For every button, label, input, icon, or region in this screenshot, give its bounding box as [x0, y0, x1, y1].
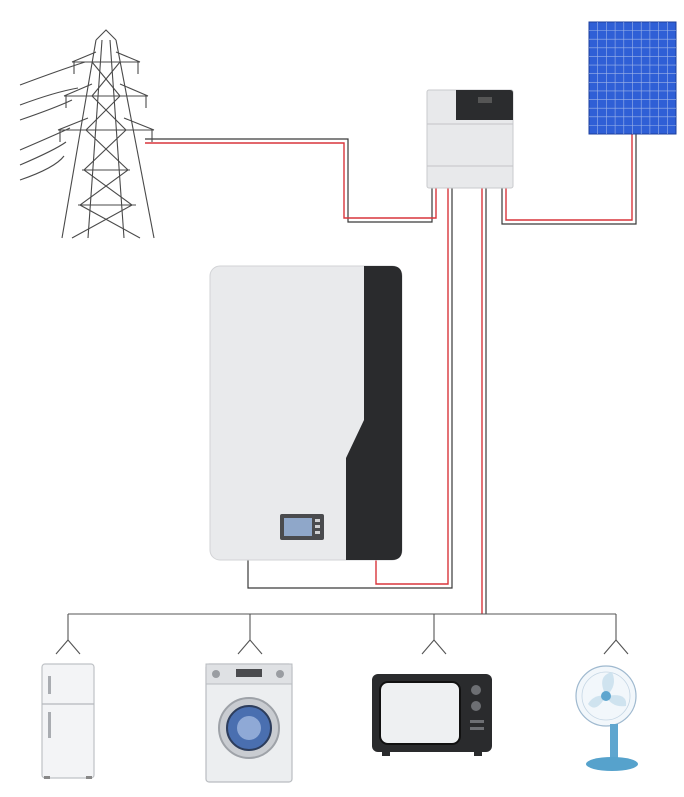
transmission-tower-icon [19, 29, 155, 239]
wiring [55, 134, 637, 655]
fan-icon [575, 665, 638, 771]
battery-screen-icon [280, 514, 324, 540]
battery-wire-red [375, 188, 449, 585]
solar-wire-red [505, 134, 633, 221]
inverter-icon [426, 89, 514, 189]
branch-television [421, 614, 447, 655]
branch-refrigerator [55, 614, 81, 655]
solar-wire-dark [501, 134, 637, 225]
branch-washing-machine [237, 614, 263, 655]
grid-wire-red [145, 142, 437, 219]
branch-fan [603, 614, 629, 655]
tv-icon [372, 674, 492, 756]
battery-wire-dark [247, 188, 453, 589]
refrigerator-icon [41, 663, 95, 779]
wall-battery-icon [209, 265, 403, 561]
solar-panel-icon [588, 21, 677, 135]
inverter-display-icon [478, 97, 492, 103]
grid-wire-dark [145, 138, 433, 223]
washing-machine-icon [205, 663, 293, 783]
